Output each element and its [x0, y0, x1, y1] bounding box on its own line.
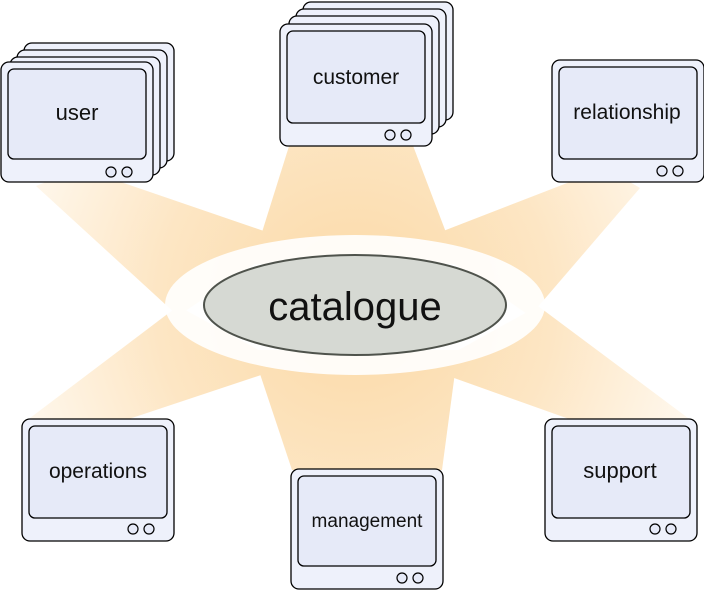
node-user: user [0, 42, 175, 183]
monitor-button [412, 572, 424, 584]
monitor-button [400, 129, 412, 141]
monitor-button [396, 572, 408, 584]
monitor-screen [558, 66, 698, 160]
monitor-screen [7, 68, 147, 160]
node-customer: customer [279, 1, 454, 147]
node-label-customer: customer [313, 66, 399, 89]
center-node: catalogue [203, 254, 507, 356]
monitor-button [649, 523, 661, 535]
monitor-button [127, 523, 139, 535]
monitor-button [105, 166, 117, 178]
monitor-screen [286, 30, 426, 124]
node-support: support [544, 418, 698, 542]
monitor-screen [28, 425, 168, 519]
node-relationship: relationship [551, 59, 704, 183]
monitor-button [656, 165, 668, 177]
monitor-screen [297, 475, 437, 567]
node-label-relationship: relationship [573, 101, 680, 124]
monitor-button [672, 165, 684, 177]
node-label-support: support [583, 458, 656, 483]
beam-relationship [420, 168, 640, 316]
monitor-button [665, 523, 677, 535]
monitor-button [384, 129, 396, 141]
monitor-button [121, 166, 133, 178]
beam-management [252, 350, 458, 470]
center-ellipse [203, 254, 507, 356]
node-operations: operations [21, 418, 175, 542]
monitor-button [143, 523, 155, 535]
monitor-screen [551, 425, 691, 519]
node-management: management [290, 468, 444, 590]
center-label: catalogue [268, 285, 441, 329]
beam-customer [252, 143, 458, 264]
node-label-operations: operations [49, 460, 147, 483]
node-label-management: management [312, 511, 424, 532]
node-label-user: user [56, 100, 99, 125]
